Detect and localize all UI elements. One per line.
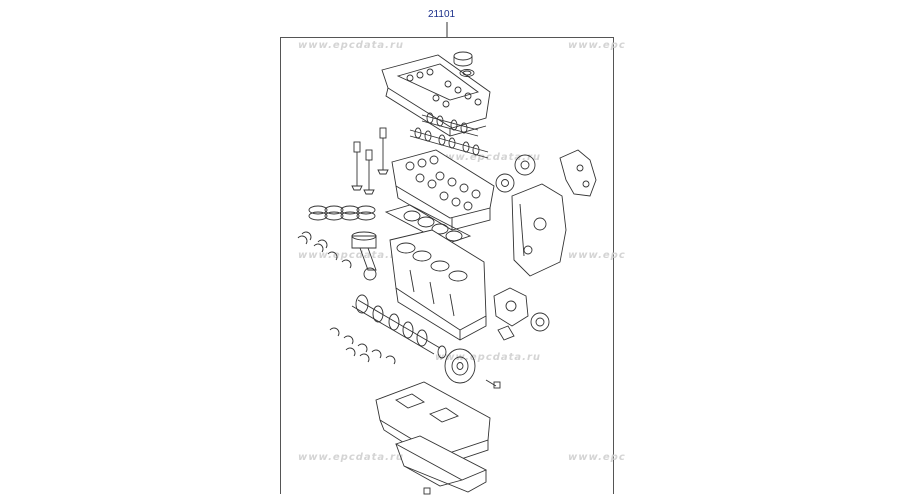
watermark: www.epcdata.ru [435,352,542,363]
crankshaft-pulley[interactable] [444,348,476,384]
watermark: www.epcdata.ru [298,250,405,261]
engine-mount-bracket[interactable] [559,149,597,197]
pulley-bolt[interactable] [485,379,501,389]
cylinder-head[interactable] [391,149,495,231]
cam-sprocket-1[interactable] [514,154,536,176]
seal-ring[interactable] [459,69,475,77]
camshaft-exhaust[interactable] [421,112,479,137]
part-number-label[interactable]: 21101 [428,9,456,20]
assembly-frame [280,37,614,494]
drain-plug[interactable] [423,487,431,495]
main-bearings[interactable] [329,327,396,365]
crankshaft[interactable] [351,294,441,355]
watermark: www.epcdata.ru [298,452,405,463]
rod-bearings[interactable] [297,231,352,269]
watermark: www.epc [568,250,626,261]
valve-set-left[interactable] [351,141,375,195]
oil-filler-cap[interactable] [453,51,473,67]
crank-sprocket[interactable] [437,345,447,359]
timing-chain-cover[interactable] [511,183,567,277]
water-pump[interactable] [493,287,529,327]
watermark: www.epc [568,40,626,51]
watermark: www.epcdata.ru [298,40,405,51]
cylinder-block[interactable] [389,229,487,341]
cam-sprocket-2[interactable] [495,173,515,193]
camshaft-intake[interactable] [409,127,489,159]
water-pump-gasket[interactable] [497,325,515,341]
valve-cover[interactable] [381,54,491,137]
piston-connecting-rod[interactable] [351,231,377,281]
valve-set-right[interactable] [377,127,389,175]
watermark: www.epc [568,452,626,463]
water-pump-pulley[interactable] [530,312,550,332]
piston-rings[interactable] [308,205,376,221]
oil-pan-lower[interactable] [394,435,488,493]
